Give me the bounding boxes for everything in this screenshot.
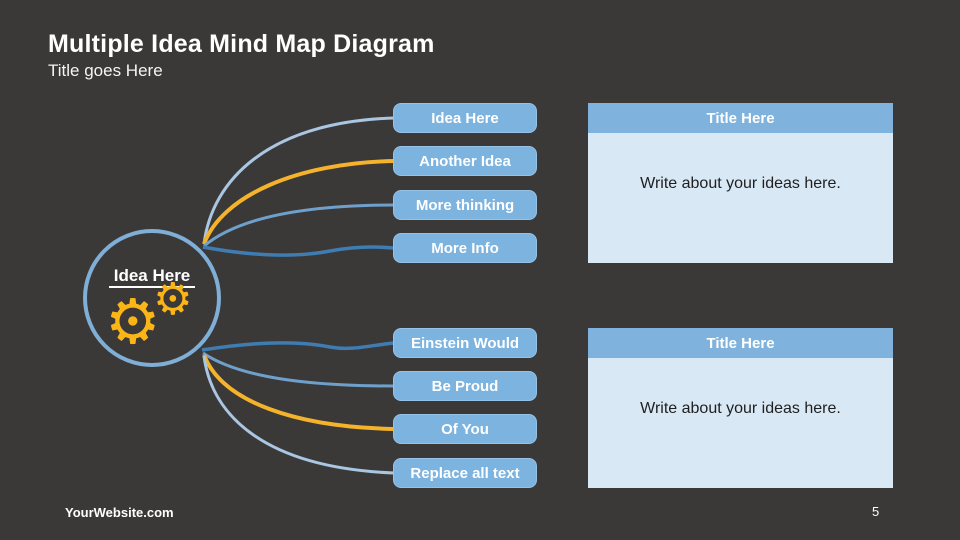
slide-title: Multiple Idea Mind Map Diagram xyxy=(48,30,435,58)
branch-another-idea[interactable]: Another Idea xyxy=(393,146,537,176)
curve-top-medium xyxy=(203,203,395,248)
branch-idea-here[interactable]: Idea Here xyxy=(393,103,537,133)
panel-title: Title Here xyxy=(588,328,893,358)
curve-bottom-amber xyxy=(202,354,395,431)
idea-panel-bottom[interactable]: Title Here Write about your ideas here. xyxy=(588,328,893,488)
curve-top-pale xyxy=(202,116,395,245)
branch-more-thinking[interactable]: More thinking xyxy=(393,190,537,220)
central-idea-label: Idea Here xyxy=(87,266,217,288)
page-number: 5 xyxy=(872,504,880,519)
branch-more-info[interactable]: More Info xyxy=(393,233,537,263)
website-link[interactable]: YourWebsite.com xyxy=(65,505,174,520)
branch-einstein-would[interactable]: Einstein Would xyxy=(393,328,537,358)
gear-icon: ⚙ xyxy=(153,274,193,325)
gear-icon: ⚙ xyxy=(105,285,161,358)
idea-panel-top[interactable]: Title Here Write about your ideas here. xyxy=(588,103,893,263)
branch-replace-all-text[interactable]: Replace all text xyxy=(393,458,537,488)
panel-body-text: Write about your ideas here. xyxy=(588,133,893,263)
curve-bottom-pale xyxy=(202,355,395,475)
curve-bottom-dark xyxy=(201,341,395,352)
curve-top-dark xyxy=(202,245,395,257)
curve-top-amber xyxy=(202,159,395,245)
branch-be-proud[interactable]: Be Proud xyxy=(393,371,537,401)
panel-body-text: Write about your ideas here. xyxy=(588,358,893,488)
panel-title: Title Here xyxy=(588,103,893,133)
curve-bottom-medium xyxy=(202,351,395,388)
central-idea-circle[interactable]: Idea Here ⚙ ⚙ xyxy=(83,229,221,367)
branch-of-you[interactable]: Of You xyxy=(393,414,537,444)
slide-subtitle: Title goes Here xyxy=(48,61,163,80)
